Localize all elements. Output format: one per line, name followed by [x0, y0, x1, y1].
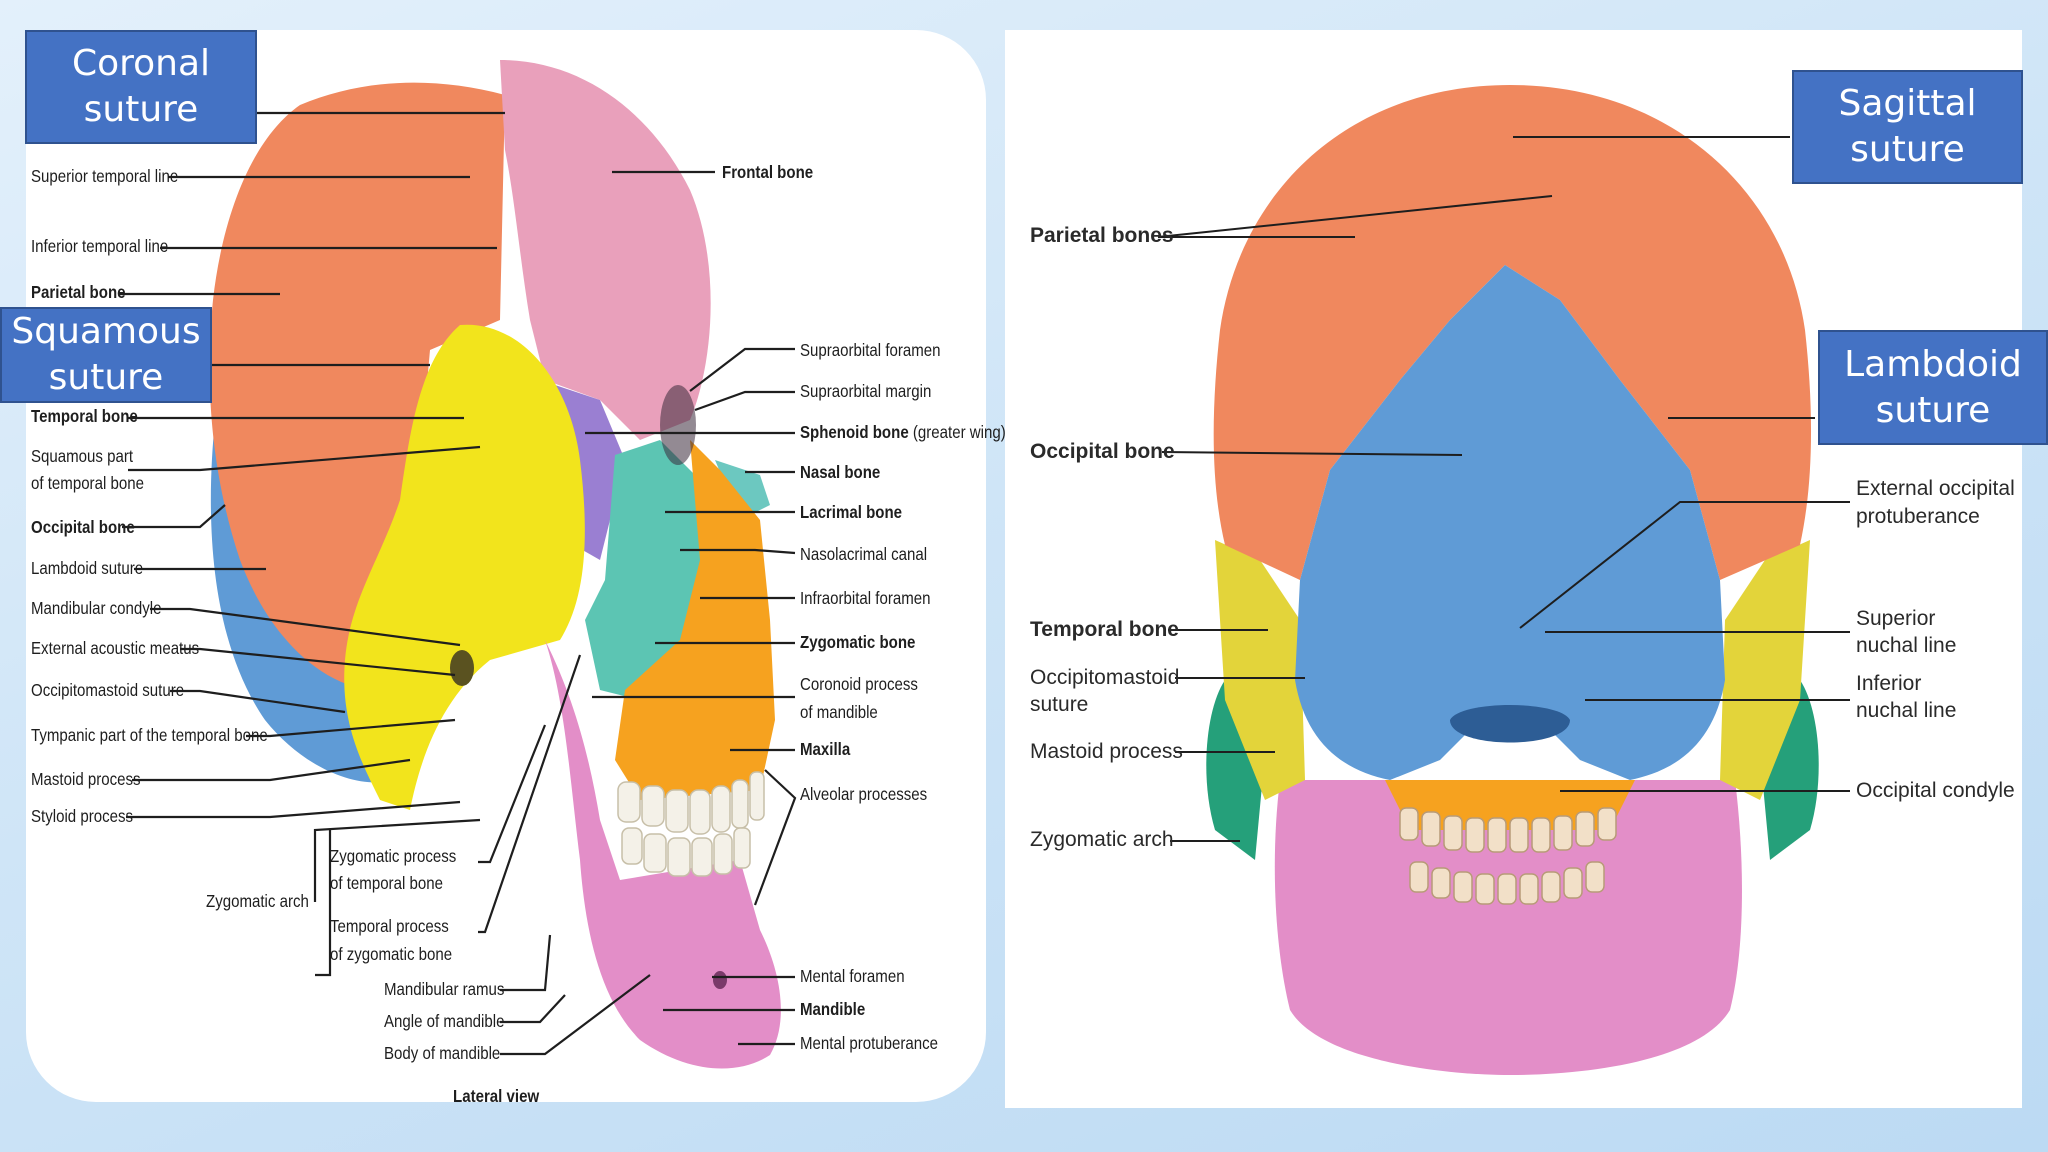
- caption-lateral-view: Lateral view: [453, 1086, 540, 1106]
- label-zyg-process-temporal-line1: Zygomatic process: [330, 846, 457, 866]
- label-supraorbital-margin: Supraorbital margin: [800, 381, 932, 401]
- label-squamous-part-line2: of temporal bone: [31, 473, 144, 493]
- callout-sagittal-line2: suture: [1850, 129, 1965, 170]
- label-zygomatic-arch-posterior: Zygomatic arch: [1030, 828, 1174, 851]
- label-occipital-condyle: Occipital condyle: [1856, 779, 2015, 802]
- posterior-skull-drawing: [1206, 85, 1819, 1075]
- lateral-teeth: [617, 771, 765, 877]
- lateral-skull-drawing: [209, 60, 781, 1069]
- lateral-external-acoustic-meatus: [450, 650, 474, 686]
- label-mental-foramen: Mental foramen: [800, 966, 905, 986]
- posterior-temporal-right: [1720, 540, 1810, 800]
- label-lacrimal-bone: Lacrimal bone: [800, 502, 903, 522]
- label-mandibular-ramus: Mandibular ramus: [384, 979, 505, 999]
- label-nasal-bone: Nasal bone: [800, 462, 881, 482]
- callout-lambdoid-suture: Lambdoid suture: [1818, 330, 2048, 445]
- label-superior-nuchal-line2: nuchal line: [1856, 634, 1957, 657]
- callout-sagittal-suture: Sagittal suture: [1792, 70, 2023, 184]
- label-styloid-process: Styloid process: [31, 806, 134, 826]
- label-angle-of-mandible: Angle of mandible: [384, 1011, 505, 1031]
- lateral-frontal-bone: [500, 60, 711, 440]
- label-ext-occipital-protuberance-line2: protuberance: [1856, 505, 1980, 528]
- label-frontal-bone: Frontal bone: [722, 162, 814, 182]
- callout-lambdoid-line2: suture: [1875, 389, 1991, 431]
- callout-squamous-line2: suture: [48, 357, 164, 398]
- label-alveolar-processes: Alveolar processes: [800, 784, 928, 804]
- lateral-temporal-bone: [344, 324, 585, 810]
- callout-coronal-line1: Coronal: [71, 43, 211, 84]
- label-parietal-bone: Parietal bone: [31, 282, 126, 302]
- label-temporal-process-line2: of zygomatic bone: [330, 944, 453, 964]
- label-superior-nuchal-line1: Superior: [1856, 607, 1936, 630]
- posterior-mandible: [1274, 780, 1742, 1075]
- label-supraorbital-foramen: Supraorbital foramen: [800, 340, 941, 360]
- callout-squamous-line1: Squamous: [11, 311, 201, 352]
- label-mastoid-process-posterior: Mastoid process: [1030, 740, 1183, 763]
- lateral-nasal-bone: [715, 460, 770, 520]
- label-temporal-bone: Temporal bone: [31, 406, 138, 426]
- label-body-of-mandible: Body of mandible: [384, 1043, 501, 1063]
- callout-coronal-line2: suture: [83, 89, 199, 130]
- lateral-orbit: [660, 385, 696, 465]
- posterior-teeth: [1399, 807, 1617, 905]
- callout-sagittal-line1: Sagittal: [1838, 83, 1977, 124]
- label-squamous-part-line1: Squamous part: [31, 446, 134, 466]
- label-maxilla: Maxilla: [800, 739, 851, 759]
- posterior-occipital-bone: [1295, 265, 1725, 780]
- lateral-leader-lines: [118, 111, 797, 1056]
- label-superior-temporal-line: Superior temporal line: [31, 166, 179, 186]
- label-nasolacrimal-canal: Nasolacrimal canal: [800, 544, 928, 564]
- label-mandibular-condyle: Mandibular condyle: [31, 598, 162, 618]
- callout-lambdoid-line1: Lambdoid: [1844, 343, 2022, 385]
- lateral-parietal-bone: [209, 82, 505, 692]
- label-inferior-nuchal-line2: nuchal line: [1856, 699, 1957, 722]
- label-tympanic-part: Tympanic part of the temporal bone: [31, 725, 268, 745]
- callout-coronal-suture: Coronal suture: [25, 30, 257, 144]
- label-coronoid-process-line1: Coronoid process: [800, 674, 918, 694]
- label-infraorbital-foramen: Infraorbital foramen: [800, 588, 931, 608]
- label-temporal-process-line1: Temporal process: [330, 916, 449, 936]
- label-lambdoid-suture: Lambdoid suture: [31, 558, 144, 578]
- posterior-temporal-left: [1215, 540, 1305, 800]
- label-mastoid-process: Mastoid process: [31, 769, 141, 789]
- label-occipitomastoid-line1: Occipitomastoid: [1030, 666, 1180, 689]
- label-inferior-temporal-line: Inferior temporal line: [31, 236, 169, 256]
- label-occipital-bone: Occipital bone: [31, 517, 135, 537]
- posterior-foramen-magnum: [1450, 705, 1570, 743]
- lateral-zygomatic-bone: [585, 440, 705, 700]
- label-zyg-process-temporal-line2: of temporal bone: [330, 873, 443, 893]
- label-external-acoustic-meatus: External acoustic meatus: [31, 638, 200, 658]
- label-zygomatic-arch: Zygomatic arch: [206, 891, 309, 911]
- posterior-parietal-bones: [1213, 85, 1812, 580]
- label-coronoid-process-line2: of mandible: [800, 702, 878, 722]
- label-parietal-bones: Parietal bones: [1030, 224, 1174, 247]
- label-temporal-bone-posterior: Temporal bone: [1030, 618, 1179, 641]
- label-occipitomastoid-suture: Occipitomastoid suture: [31, 680, 185, 700]
- label-occipitomastoid-line2: suture: [1030, 693, 1089, 716]
- lateral-mandible: [545, 640, 781, 1069]
- label-zygomatic-bone: Zygomatic bone: [800, 632, 916, 652]
- posterior-leader-lines: [1157, 136, 1850, 842]
- lateral-maxilla: [615, 440, 775, 800]
- lateral-mental-foramen: [713, 971, 727, 989]
- callout-squamous-suture: Squamous suture: [0, 307, 212, 403]
- label-sphenoid-bone: Sphenoid bone (greater wing): [800, 422, 1006, 442]
- label-mental-protuberance: Mental protuberance: [800, 1033, 939, 1053]
- label-inferior-nuchal-line1: Inferior: [1856, 672, 1922, 695]
- label-mandible: Mandible: [800, 999, 866, 1019]
- label-ext-occipital-protuberance-line1: External occipital: [1856, 477, 2015, 500]
- label-occipital-bone-posterior: Occipital bone: [1030, 440, 1175, 463]
